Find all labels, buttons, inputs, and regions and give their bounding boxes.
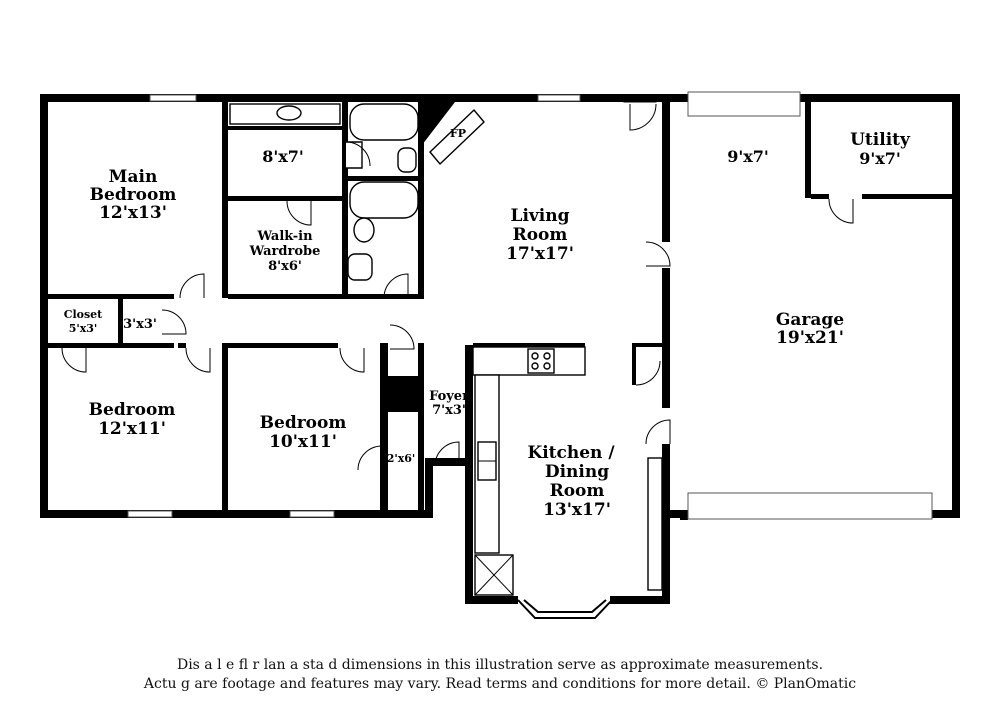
window-bedroom-2 [127, 510, 173, 518]
main-bedroom-size: 12'x13' [99, 203, 167, 223]
window-living [537, 94, 581, 102]
toilet-icon [397, 147, 417, 173]
disclaimer: Dis a l e fl r lan a sta d dimensions in… [0, 656, 1000, 694]
bedroom-2-label: Bedroom 12'x11' [89, 400, 176, 439]
walk-in-size: 8'x6' [268, 259, 302, 274]
disclaimer-line-2: Actu g are footage and features may vary… [143, 676, 857, 692]
kitchen-label: Kitchen / Dining Room 13'x17' [527, 443, 615, 520]
foyer-size: 7'x3' [432, 403, 466, 418]
closet-hall-size: 2'x6' [387, 452, 416, 465]
garage-size: 19'x21' [776, 328, 844, 348]
kitchen-fixtures [472, 346, 663, 596]
kitchen-name-2: Dining [545, 462, 609, 482]
main-bath-size: 8'x7' [262, 147, 304, 166]
walk-in-name-1: Walk-in [256, 229, 313, 244]
fireplace-hearth [429, 108, 485, 166]
living-room-name-1: Living [511, 206, 570, 226]
utility-label: Utility 9'x7' [850, 130, 911, 168]
fireplace-label: FP [450, 127, 466, 140]
sink-2-icon [347, 253, 373, 281]
kitchen-name-3: Room [550, 481, 605, 501]
living-room-name-2: Room [513, 225, 568, 245]
storage-size: 9'x7' [727, 147, 769, 166]
walk-in-label: Walk-in Wardrobe 8'x6' [249, 229, 321, 274]
foyer-name: Foyer [429, 389, 469, 404]
living-room-size: 17'x17' [506, 244, 574, 264]
living-room-label: Living Room 17'x17' [506, 206, 574, 264]
garage-label: Garage 19'x21' [776, 310, 844, 348]
closet-small-size: 3'x3' [123, 317, 157, 332]
doors [61, 94, 854, 471]
bath-fixtures [229, 103, 419, 281]
foyer-label: Foyer 7'x3' [429, 389, 469, 418]
windows [127, 91, 933, 520]
interior-walls [48, 102, 952, 515]
bedroom-2-size: 12'x11' [98, 419, 166, 439]
disclaimer-line-1: Dis a l e fl r lan a sta d dimensions in… [176, 657, 824, 673]
walk-in-name-2: Wardrobe [249, 244, 321, 259]
main-bedroom-name-2: Bedroom [90, 185, 177, 205]
garage-door [687, 492, 933, 520]
bedroom-3-size: 10'x11' [269, 432, 337, 452]
bedroom-3-label: Bedroom 10'x11' [260, 413, 347, 452]
bay-window [517, 599, 613, 619]
exterior-walls [40, 94, 960, 604]
sink-icon [276, 105, 302, 121]
utility-name: Utility [850, 130, 911, 150]
bathtub-icon [349, 103, 419, 141]
toilet-2-icon [353, 217, 375, 243]
bedroom-2-name: Bedroom [89, 400, 176, 420]
window-bedroom-3 [289, 510, 335, 518]
main-bedroom-label: Main Bedroom 12'x13' [90, 167, 177, 223]
fireplace-wedge [422, 102, 455, 145]
utility-size: 9'x7' [859, 149, 901, 168]
closet-left-name: Closet [64, 308, 103, 321]
closet-left-label: Closet 5'x3' [64, 308, 103, 335]
window-main-bedroom [149, 94, 197, 102]
main-bedroom-name-1: Main [109, 167, 158, 187]
bathtub-2-icon [349, 181, 419, 219]
kitchen-name-1: Kitchen / [527, 443, 615, 463]
bedroom-3-name: Bedroom [260, 413, 347, 433]
garage-name: Garage [776, 310, 844, 330]
kitchen-size: 13'x17' [543, 500, 611, 520]
window-garage-top [687, 91, 801, 117]
stove-icon [527, 348, 555, 374]
closet-left-size: 5'x3' [69, 322, 98, 335]
